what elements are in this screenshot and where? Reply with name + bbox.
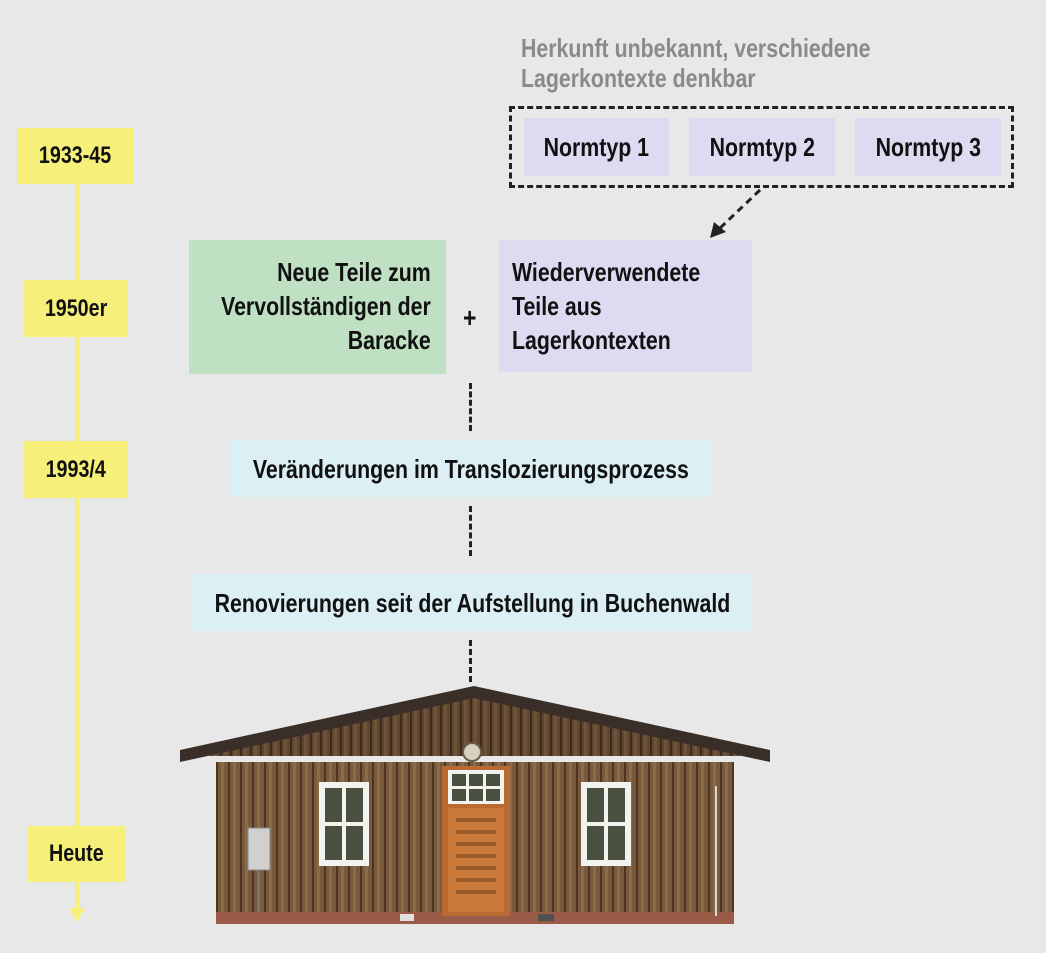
reused-parts-box: Wiederverwendete Teile aus Lagerkontexte…: [499, 240, 752, 372]
timeline-arrow-icon: [69, 908, 85, 922]
normtype-group: [509, 106, 1014, 188]
timeline-label-1993-4: 1993/4: [24, 441, 128, 498]
new-parts-line2: Vervollständigen der: [221, 291, 431, 321]
origin-note: Herkunft unbekannt, verschiedene Lagerko…: [521, 33, 947, 93]
plus-sign: +: [463, 302, 477, 333]
normtype-1: Normtyp 1: [524, 118, 669, 176]
new-parts-line1: Neue Teile zum: [277, 257, 431, 287]
timeline-line: [75, 182, 79, 912]
origin-note-line1: Herkunft unbekannt, verschiedene: [521, 33, 871, 63]
reused-parts-line3: Lagerkontexten: [512, 325, 671, 355]
connector-1: [469, 383, 472, 431]
normtype-3: Normtyp 3: [855, 118, 1001, 176]
timeline-label-1933-45: 1933-45: [17, 128, 134, 184]
normtype-2: Normtyp 2: [689, 118, 835, 176]
renovations-box: Renovierungen seit der Aufstellung in Bu…: [192, 574, 752, 631]
origin-note-line2: Lagerkontexte denkbar: [521, 63, 756, 93]
timeline-label-1950er: 1950er: [24, 280, 128, 337]
new-parts-box: Neue Teile zum Vervollständigen der Bara…: [189, 240, 446, 374]
timeline-label-heute: Heute: [27, 826, 126, 882]
reused-parts-line2: Teile aus: [512, 291, 602, 321]
new-parts-line3: Baracke: [348, 325, 431, 355]
reused-parts-line1: Wiederverwendete: [512, 257, 701, 287]
connector-2: [469, 506, 472, 556]
changes-box: Veränderungen im Translozierungsprozess: [230, 440, 712, 497]
barrack-image: [180, 686, 770, 924]
dashed-arrow: [710, 188, 762, 238]
connector-3: [469, 640, 472, 682]
